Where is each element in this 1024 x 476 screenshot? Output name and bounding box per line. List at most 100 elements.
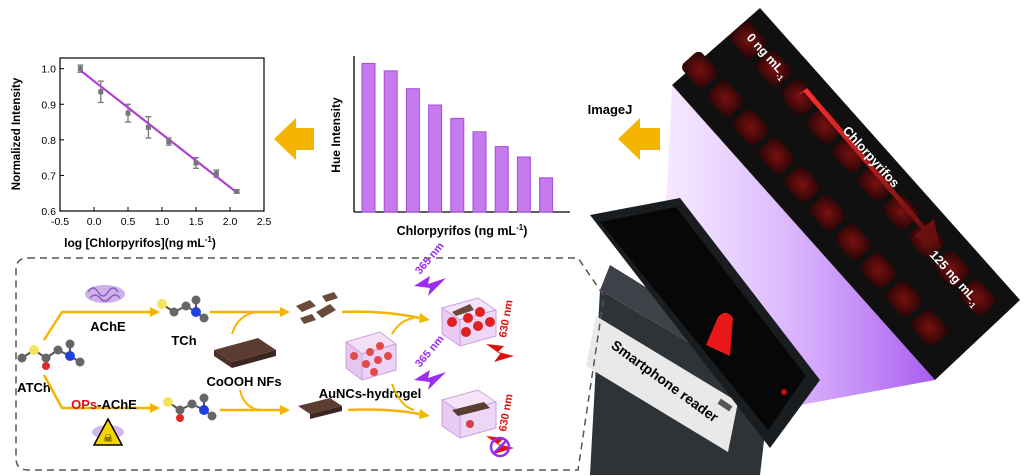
intact-flakes-icon	[298, 398, 342, 419]
atch-molecule-icon	[17, 339, 85, 370]
red-label-bottom: 630 nm	[497, 393, 515, 433]
arrow-hydrogel-down	[391, 383, 415, 411]
tch-molecule-icon	[157, 295, 209, 323]
fragmented-flakes-icon	[296, 292, 338, 324]
cooh-nanoflakes-icon	[214, 338, 276, 368]
x-tick-label: 0.5	[121, 216, 136, 228]
arrow-cooh-down	[239, 389, 261, 411]
sample-well	[911, 309, 948, 346]
arrow-to-bottom-cube	[347, 408, 421, 416]
arrow-hydrogel-up	[391, 317, 415, 335]
bar	[361, 62, 376, 213]
ache-enzyme-icon	[85, 285, 125, 303]
uv-label-bottom: 365 nm	[413, 333, 447, 370]
sample-well	[959, 279, 996, 316]
arrow-ops-path	[42, 374, 150, 410]
sample-well	[682, 51, 718, 89]
sample-well	[784, 166, 820, 203]
sample-well	[883, 193, 919, 230]
smartphone-reader: Smartphone reader	[586, 198, 820, 475]
cooh-label: CoOOH NFs	[206, 374, 281, 389]
sample-well	[755, 50, 792, 87]
red-lightning-top-icon	[486, 344, 514, 362]
sample-well	[733, 109, 769, 146]
sample-well	[730, 21, 766, 59]
hydrogel-label: AuNCs-hydrogel	[319, 386, 422, 401]
data-point	[213, 171, 219, 177]
sample-well	[707, 80, 744, 117]
bar	[405, 88, 420, 213]
atch-unreacted-icon	[163, 393, 217, 422]
data-point	[77, 66, 83, 72]
scheme-panel-border	[15, 257, 605, 471]
red-label-top: 630 nm	[497, 299, 515, 339]
bar	[516, 156, 531, 213]
x-tick-label: 1.0	[155, 216, 170, 228]
sample-well	[934, 250, 970, 287]
hazard-icon: ☠	[92, 417, 124, 446]
y-tick-label: 0.9	[41, 99, 56, 111]
uv-lightning-top-icon	[414, 276, 446, 296]
arrow-head-tch	[280, 307, 290, 317]
y-tick-label: 0.6	[41, 206, 56, 218]
sample-well	[758, 137, 795, 174]
bar	[472, 131, 487, 213]
strip-background	[672, 8, 1020, 380]
x-tick-label: 1.5	[189, 216, 204, 228]
bar	[494, 146, 509, 213]
data-point	[125, 110, 131, 116]
y-tick-label: 1.0	[41, 64, 56, 76]
red-led-indicator	[706, 312, 733, 356]
x-tick-label: 2.0	[223, 216, 238, 228]
phone-screen	[600, 207, 806, 430]
concentration-arrow	[797, 88, 940, 248]
sample-well	[806, 107, 843, 144]
prohibited-icon	[489, 436, 511, 458]
reader-label-panel	[586, 316, 738, 452]
arrow-ache-path	[42, 310, 150, 341]
sample-well	[832, 136, 868, 173]
sample-well	[886, 280, 922, 317]
scatter-xlabel: log [Chlorpyrifos](ng mL-1)	[64, 235, 216, 250]
imagej-label: ImageJ	[588, 102, 633, 117]
bar	[383, 70, 398, 213]
data-point	[145, 124, 151, 130]
x-tick-label: 0.0	[87, 216, 102, 228]
ops-ache-label: OPs-AChE	[71, 397, 137, 412]
reaction-scheme: ATCh AChE OPs-AChE ☠	[17, 240, 516, 458]
bar	[450, 117, 465, 213]
bar	[428, 104, 443, 213]
fit-line	[79, 69, 238, 194]
scatter-ylabel: Normalized Intensity	[11, 77, 23, 190]
arrow-head-atch	[280, 405, 290, 415]
bar-ylabel: Hue Intensity	[329, 97, 343, 173]
sample-well	[809, 194, 846, 232]
data-point	[234, 188, 240, 194]
bar-xlabel: Chlorpyrifos (ng mL-1)	[397, 223, 528, 238]
sample-well	[835, 223, 871, 260]
power-light-icon	[781, 389, 787, 395]
data-point	[98, 89, 104, 95]
arrow-head-top-cube	[419, 313, 430, 323]
data-point	[166, 139, 172, 145]
atch-label: ATCh	[17, 380, 51, 395]
y-tick-label: 0.8	[41, 135, 56, 147]
reader-port-icon	[717, 398, 733, 412]
sample-well	[860, 252, 897, 289]
arrow-head-ops	[150, 403, 160, 413]
arrow-to-bar-chart	[618, 118, 660, 160]
arrow-head-ache	[150, 307, 160, 317]
uv-lightning-bottom-icon	[414, 370, 446, 390]
arrow-to-scatter	[274, 118, 314, 160]
y-tick-label: 0.7	[41, 170, 56, 182]
test-strip: 0 ng mL-1 Chlorpyrifos 125 ng mL-1	[672, 8, 1020, 380]
data-point	[193, 160, 199, 166]
quenched-cube-icon	[440, 389, 498, 439]
fluorescent-cube-icon	[440, 297, 498, 347]
hue-intensity-bar-chart: Hue Intensity Chlorpyrifos (ng mL-1)	[329, 56, 570, 238]
svg-text:☠: ☠	[103, 432, 113, 445]
tch-label: TCh	[171, 333, 196, 348]
aunc-hydrogel-icon	[344, 331, 398, 381]
